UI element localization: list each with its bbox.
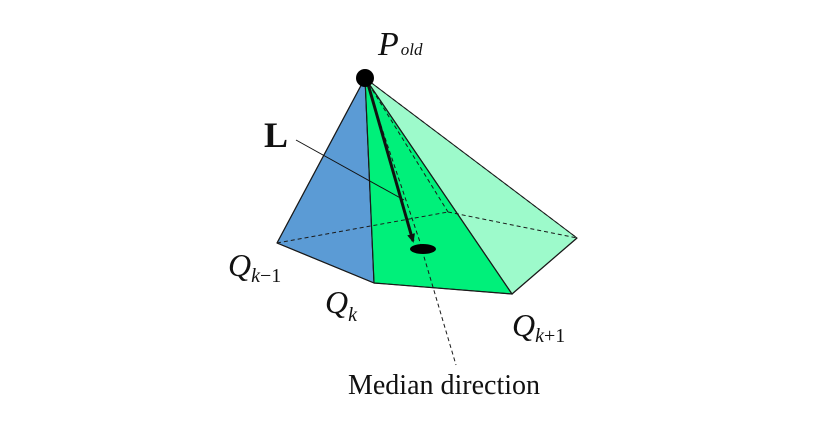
edge-apex-qnext xyxy=(364,77,513,295)
p-old-subscript: old xyxy=(401,40,423,59)
solid-edges xyxy=(276,77,578,295)
dashed-apex-right xyxy=(364,77,578,239)
left-face xyxy=(276,76,375,284)
q-cur-label: Qk xyxy=(325,284,358,326)
apex-point xyxy=(356,69,374,87)
q-cur-subscript: k xyxy=(348,304,358,326)
q-next-label: Qk+1 xyxy=(512,307,565,347)
edge-qnext-right xyxy=(511,237,578,295)
edge-qprev-qcur xyxy=(276,242,375,284)
dashed-base-right xyxy=(447,211,578,239)
edge-apex-qprev xyxy=(276,77,366,244)
vector-l-label: L xyxy=(264,115,288,155)
q-next-subscript-rest: +1 xyxy=(544,325,565,347)
dashed-base-left xyxy=(276,211,449,244)
median-direction-label: Median direction xyxy=(348,370,540,401)
vector-l-leader-line xyxy=(295,139,405,201)
q-prev-label: Qk−1 xyxy=(228,247,281,287)
q-prev-subscript-k: k xyxy=(251,265,261,287)
median-direction-line xyxy=(421,249,457,366)
median-ellipse xyxy=(410,244,436,254)
q-prev-subscript-rest: −1 xyxy=(260,265,281,287)
edge-qcur-qnext xyxy=(373,282,513,295)
vector-l-arrow xyxy=(366,83,415,243)
q-next-subscript-k: k xyxy=(535,325,545,347)
dashed-apex-back xyxy=(364,77,449,213)
